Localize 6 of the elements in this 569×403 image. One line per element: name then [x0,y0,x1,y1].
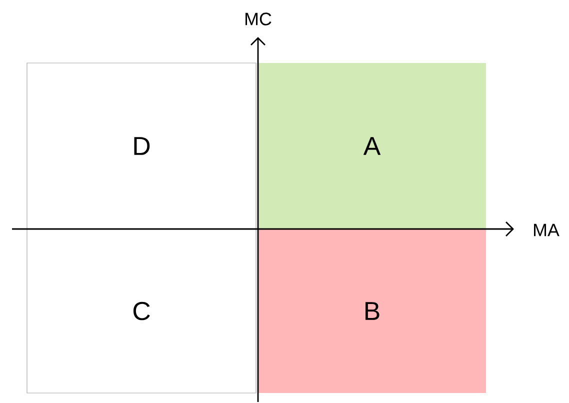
quadrant-box: B [258,229,486,393]
axis-label: MA [534,224,560,236]
quadrant-box: D [26,62,256,230]
quadrant-box: A [258,63,486,229]
axis-label: MC [246,12,272,26]
quadrant-box: C [26,228,256,394]
